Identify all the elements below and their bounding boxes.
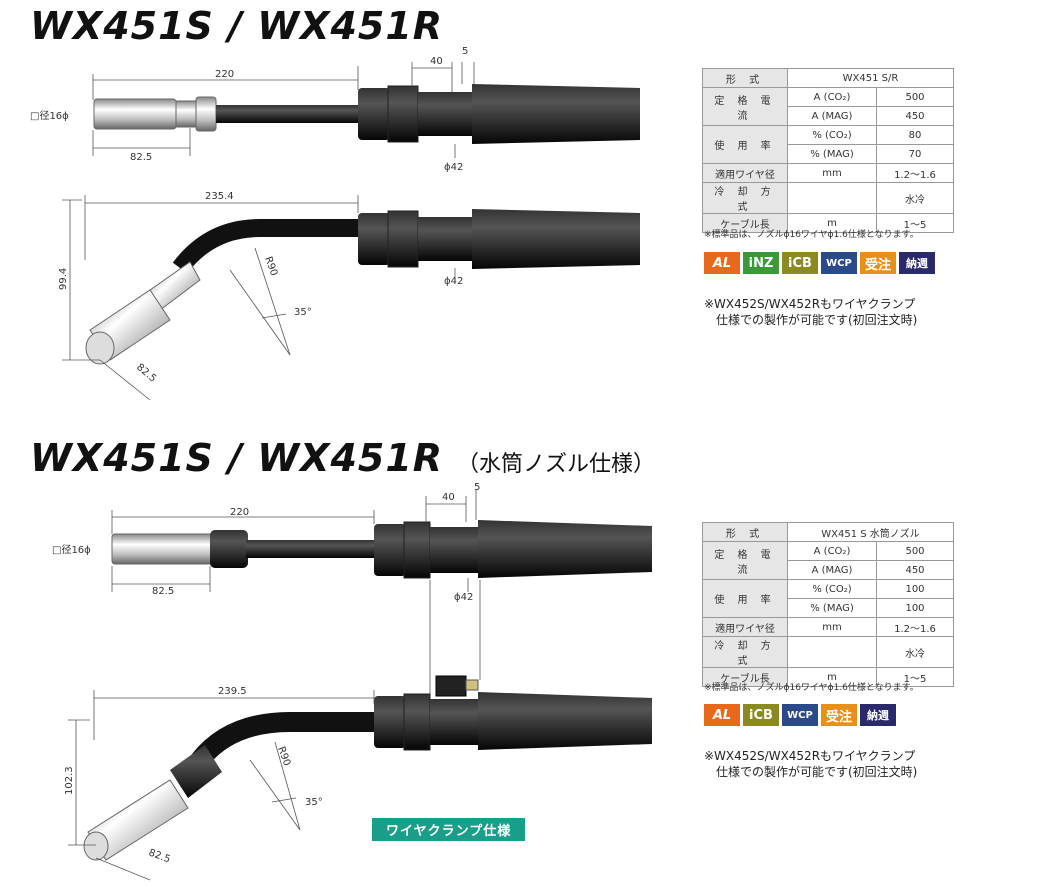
table-row: A (MAG) 450 xyxy=(703,560,954,580)
s1-curved-dims xyxy=(62,195,456,401)
s1-dim-35: 35° xyxy=(294,307,312,318)
table-row: 適用ワイヤ径 mm 1.2～1.6 xyxy=(702,617,954,637)
s1-dim-phi42b: ϕ42 xyxy=(444,276,463,287)
wcp-badge-icon: WCP xyxy=(821,252,857,274)
s2-dim-2395: 239.5 xyxy=(218,686,247,697)
section2-subtitle: （水筒ノズル仕様） xyxy=(457,452,656,477)
s2-dim-35: 35° xyxy=(305,797,323,808)
s1-dim-r90: R90 xyxy=(262,255,279,277)
s2-spec-table: 形 式 WX451 S 水筒ノズル 定 格 電 流 A (CO₂) 500 A … xyxy=(702,522,954,687)
table-row: 冷 却 方 式 水冷 xyxy=(702,182,954,214)
section1-title: WX451S / WX451R xyxy=(30,4,444,48)
section2-title: WX451S / WX451R（水筒ノズル仕様） xyxy=(30,436,656,480)
table-row: 定 格 電 流 A (CO₂) 500 xyxy=(702,87,954,126)
s2-table-note: ※標準品は、ノズルϕ16ワイヤϕ1.6仕様となります。 xyxy=(704,683,919,693)
table-row: ケーブル長 m 1～5 xyxy=(702,213,954,233)
s1-dim-220: 220 xyxy=(215,69,234,80)
table-row: 使 用 率 % (CO₂) 100 xyxy=(702,579,954,618)
s2-dim-5: 5 xyxy=(474,482,480,493)
s1-badges: AL iNZ iCB WCP 受注 納週 xyxy=(704,252,935,274)
wcp-badge-icon: WCP xyxy=(782,704,818,726)
order-badge-icon: 受注 xyxy=(860,252,896,274)
s2-dim-825b: 82.5 xyxy=(147,847,172,865)
table-row: 定 格 電 流 A (CO₂) 500 xyxy=(702,541,954,580)
s2-dim-nozzle: □径16ϕ xyxy=(52,543,91,556)
cb-badge-icon: iCB xyxy=(743,704,779,726)
s2-dim-825: 82.5 xyxy=(152,586,174,597)
s1-dim-994: 99.4 xyxy=(58,268,69,290)
s2-badges: AL iCB WCP 受注 納週 xyxy=(704,704,896,726)
delivery-badge-icon: 納週 xyxy=(860,704,896,726)
s1-note2: ※WX452S/WX452Rもワイヤクランプ 仕様での製作が可能です(初回注文時… xyxy=(704,297,918,327)
table-row: 使 用 率 % (CO₂) 80 xyxy=(702,125,954,164)
s2-straight-torch xyxy=(111,520,652,579)
s1-dim-nozzle: □径16ϕ xyxy=(30,109,69,122)
s2-dim-r90: R90 xyxy=(275,745,292,767)
table-row: A (MAG) 450 xyxy=(703,106,954,126)
table-row: 形 式 WX451 S/R xyxy=(702,68,954,88)
s1-dim-2354: 235.4 xyxy=(205,191,234,202)
s1-straight-torch xyxy=(93,84,640,144)
s1-dim-5: 5 xyxy=(462,46,468,57)
table-row: 形 式 WX451 S 水筒ノズル xyxy=(702,522,954,542)
s1-spec-table: 形 式 WX451 S/R 定 格 電 流 A (CO₂) 500 A (MAG… xyxy=(702,68,954,233)
s1-dim-825b: 82.5 xyxy=(134,362,158,385)
s1-dim-phi42a: ϕ42 xyxy=(444,162,463,173)
s2-dim-phi42: ϕ42 xyxy=(454,592,473,603)
wire-clamp-tag: ワイヤクランプ仕様 xyxy=(372,818,526,841)
nz-badge-icon: iNZ xyxy=(743,252,779,274)
order-badge-icon: 受注 xyxy=(821,704,857,726)
s1-dim-825: 82.5 xyxy=(130,152,152,163)
table-row: 適用ワイヤ径 mm 1.2～1.6 xyxy=(702,163,954,183)
s2-dim-220: 220 xyxy=(230,507,249,518)
s1-curved-torch xyxy=(85,209,640,365)
table-row: 冷 却 方 式 水冷 xyxy=(702,636,954,668)
al-badge-icon: AL xyxy=(704,252,740,274)
cb-badge-icon: iCB xyxy=(782,252,818,274)
s2-note2: ※WX452S/WX452Rもワイヤクランプ 仕様での製作が可能です(初回注文時… xyxy=(704,749,918,779)
table-row: ケーブル長 m 1～5 xyxy=(702,667,954,687)
s1-straight-dims xyxy=(92,62,475,158)
s2-straight-dims xyxy=(111,490,481,700)
s1-dim-40: 40 xyxy=(430,56,443,67)
al-badge-icon: AL xyxy=(704,704,740,726)
delivery-badge-icon: 納週 xyxy=(899,252,935,274)
s1-table-note: ※標準品は、ノズルϕ16ワイヤϕ1.6仕様となります。 xyxy=(704,230,919,240)
s2-dim-40: 40 xyxy=(442,492,455,503)
s2-curved-torch xyxy=(83,675,652,861)
s2-curved-dims xyxy=(68,690,375,881)
s2-dim-1023: 102.3 xyxy=(64,766,75,795)
